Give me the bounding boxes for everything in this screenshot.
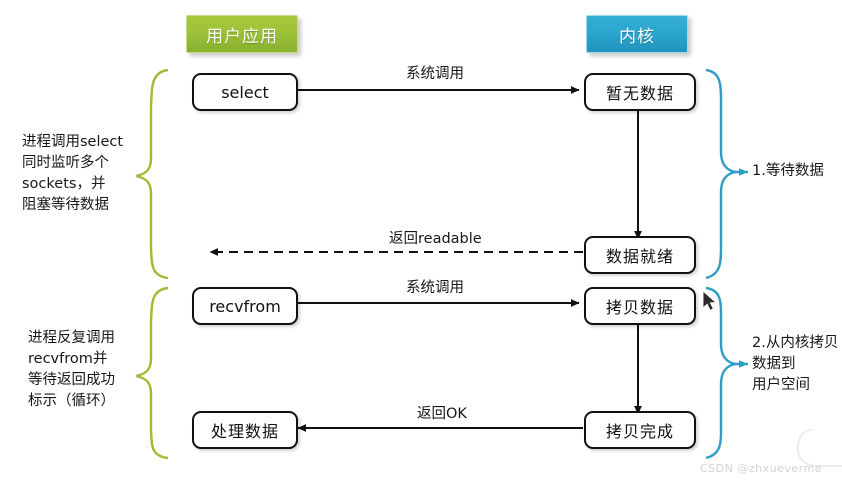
user-application-header: 用户应用 — [186, 15, 298, 53]
mouse-cursor-icon — [702, 289, 718, 312]
kernel-header: 内核 — [586, 15, 688, 53]
node-recvfrom[interactable]: recvfrom — [192, 287, 298, 325]
annotation-left-bottom: 进程反复调用 recvfrom并 等待返回成功 标示（循环） — [28, 330, 115, 409]
node-copy-data[interactable]: 拷贝数据 — [584, 287, 696, 325]
watermark: CSDN @zhxueverme — [700, 462, 822, 475]
right-brace-bottom — [705, 286, 736, 460]
edge-label-syscall-2: 系统调用 — [406, 280, 464, 296]
annotation-left-top: 进程调用select 同时监听多个 sockets，并 阻塞等待数据 — [22, 134, 124, 213]
node-select[interactable]: select — [192, 73, 298, 111]
node-no-data[interactable]: 暂无数据 — [584, 73, 696, 111]
edge-label-return-ok: 返回OK — [417, 406, 467, 422]
node-process-data[interactable]: 处理数据 — [192, 411, 298, 449]
left-brace-bottom — [135, 286, 169, 460]
left-brace-top — [135, 68, 169, 280]
annotation-right-bottom: 2.从内核拷贝 数据到 用户空间 — [752, 335, 839, 393]
annotation-right-top: 1.等待数据 — [752, 163, 824, 179]
edge-label-syscall-1: 系统调用 — [406, 66, 464, 82]
page-curl-decoration — [796, 429, 842, 467]
right-brace-top — [705, 68, 736, 280]
edge-label-return-readable: 返回readable — [389, 231, 482, 247]
node-data-ready[interactable]: 数据就绪 — [584, 236, 696, 274]
node-copy-done[interactable]: 拷贝完成 — [584, 411, 696, 449]
